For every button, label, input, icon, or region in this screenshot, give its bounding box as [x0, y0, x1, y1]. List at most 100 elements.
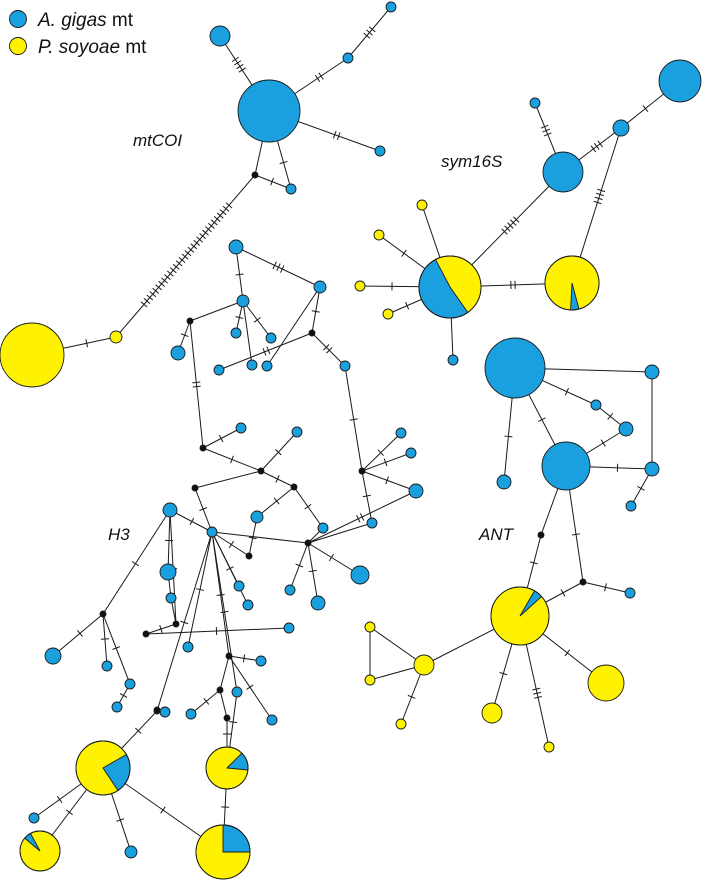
network-edge: [361, 432, 402, 472]
network-edge: [307, 490, 417, 544]
mutation-tick: [140, 301, 148, 308]
network-edge: [219, 689, 228, 719]
haplotype-node-s3: [612, 119, 630, 137]
mutation-tick: [590, 145, 597, 153]
network-edge: [115, 174, 256, 338]
haplotype-node-a5: [644, 364, 660, 380]
mutation-tick: [180, 333, 189, 337]
network-edge: [235, 246, 321, 288]
network-edge: [202, 427, 242, 449]
network-edge: [194, 487, 213, 533]
haplotype-node-a16: [395, 718, 407, 730]
mutation-tick: [593, 200, 602, 205]
mutation-tick: [238, 67, 246, 73]
haplotype-node-h13: [235, 422, 247, 434]
mutation-tick: [276, 263, 281, 272]
network-edge: [242, 300, 253, 366]
network-edge: [400, 664, 425, 725]
network-edge: [254, 174, 292, 190]
mutation-tick: [246, 684, 254, 690]
mutation-tick: [280, 265, 285, 273]
haplotype-node-h24: [250, 510, 264, 524]
mutation-tick: [203, 697, 210, 705]
mutation-tick: [571, 533, 581, 536]
network-edge: [156, 531, 213, 712]
network-edge: [100, 613, 109, 667]
haplotype-node-a15: [364, 674, 376, 686]
haplotype-node-s5: [529, 97, 541, 109]
mutation-tick: [604, 583, 607, 592]
network-label-sym16s: sym16S: [441, 152, 503, 171]
haplotype-node-h10: [170, 345, 186, 361]
mutation-tick: [131, 561, 140, 567]
mutation-tick: [213, 216, 221, 222]
legend-label-gigas: A. gigas mt: [37, 10, 134, 31]
median-vector-h53: [223, 714, 231, 722]
network-edge: [293, 486, 324, 529]
network-edge: [582, 581, 631, 594]
network-edge: [235, 246, 244, 302]
mutation-tick: [600, 439, 606, 447]
network-edge: [228, 655, 273, 721]
haplotype-node-h19: [405, 447, 417, 459]
mutation-tick: [231, 56, 239, 63]
mutation-tick: [326, 347, 333, 354]
median-vector-c6: [251, 171, 259, 179]
haplotype-node-a1: [484, 337, 546, 399]
mutation-tick: [85, 339, 89, 348]
mutation-tick: [499, 672, 508, 676]
median-vector-h55: [153, 706, 161, 714]
network-edge: [219, 655, 230, 691]
haplotype-node-s11: [447, 354, 459, 366]
haplotype-node-a14: [364, 621, 376, 633]
mutation-tick: [172, 263, 180, 270]
mutation-tick: [208, 222, 215, 229]
mutation-tick: [146, 294, 154, 301]
mutation-tick: [504, 435, 513, 438]
mutation-tick: [637, 485, 645, 491]
network-edge: [361, 470, 417, 492]
median-vector-a11: [579, 578, 587, 586]
haplotype-node-h42: [44, 647, 62, 665]
network-edge: [211, 531, 238, 693]
mutation-tick: [323, 344, 330, 351]
legend: A. gigas mt P. soyoae mt: [9, 10, 147, 58]
mutation-tick: [242, 654, 246, 663]
mutation-tick: [533, 691, 542, 695]
mutation-tick: [135, 727, 142, 734]
haplotype-node-h27: [317, 522, 329, 534]
network-edge: [189, 320, 204, 449]
network-edge: [248, 516, 258, 557]
haplotype-node-h35: [165, 592, 177, 604]
mutation-tick: [533, 695, 543, 699]
mutation-tick: [199, 507, 208, 511]
haplotype-node-h34: [310, 595, 326, 611]
haplotype-node-h58: [28, 812, 40, 824]
mutation-tick: [76, 630, 83, 637]
haplotype-node-c1: [237, 79, 301, 143]
mutation-tick: [116, 818, 125, 822]
network-edge: [307, 522, 373, 544]
network-edges: [31, 6, 681, 853]
mutation-tick: [248, 536, 257, 540]
legend-swatch-gigas: [9, 10, 27, 28]
haplotype-node-h3: [236, 294, 250, 308]
haplotype-node-c8: [109, 330, 123, 344]
mutation-tick: [308, 569, 317, 573]
mutation-tick: [275, 449, 282, 456]
network-edge: [242, 300, 272, 339]
network-edge: [307, 542, 361, 576]
mutation-tick: [164, 274, 171, 281]
haplotype-node-h12: [339, 360, 351, 372]
haplotype-node-h31: [159, 563, 177, 581]
mutation-tick: [272, 261, 277, 270]
network-edge: [202, 447, 262, 472]
mutation-tick: [564, 649, 571, 657]
mutation-tick: [210, 219, 218, 226]
haplotype-node-h22: [408, 483, 424, 499]
mutation-tick: [597, 140, 603, 148]
mutation-tick: [119, 693, 128, 698]
mutation-tick: [270, 177, 274, 186]
haplotype-node-a19: [543, 741, 555, 753]
mutation-tick: [184, 250, 192, 257]
